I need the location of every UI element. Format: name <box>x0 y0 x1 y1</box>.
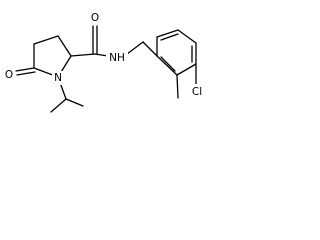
bond-nh-ch2 <box>126 41 144 55</box>
bond-lactam-co-1 <box>15 67 35 72</box>
bond-benzene-inner-1 <box>160 33 179 41</box>
atom-label-lactam-oxygen: O <box>5 69 13 81</box>
bond-benzene-3 <box>177 29 197 44</box>
bond-benzene-2 <box>156 29 179 38</box>
bond-c2-carbonyl <box>70 53 96 57</box>
atom-label-ring-nitrogen: N <box>54 72 62 84</box>
bond-benzene-6 <box>156 55 178 76</box>
bond-ch2-ring <box>142 41 158 57</box>
atom-label-carbonyl-oxygen: O <box>91 12 99 24</box>
bond-ring-c2-c3 <box>57 35 72 57</box>
bond-benzene-inner-3 <box>160 56 176 72</box>
bond-isopropyl-methyl-2 <box>65 98 84 107</box>
bond-lactam-co-2 <box>16 71 36 76</box>
chemical-structure-diagram: O NH N O Cl <box>3 10 206 113</box>
bond-ring-c3-c4 <box>33 35 59 45</box>
atom-label-amide-nh: NH <box>109 52 125 64</box>
bond-isopropyl-methyl-1 <box>50 98 67 113</box>
bond-carbonyl-nh <box>94 53 109 57</box>
atom-label-chlorine: Cl <box>192 86 202 98</box>
bond-benzene-5 <box>176 63 197 76</box>
bond-methyl <box>176 74 179 99</box>
